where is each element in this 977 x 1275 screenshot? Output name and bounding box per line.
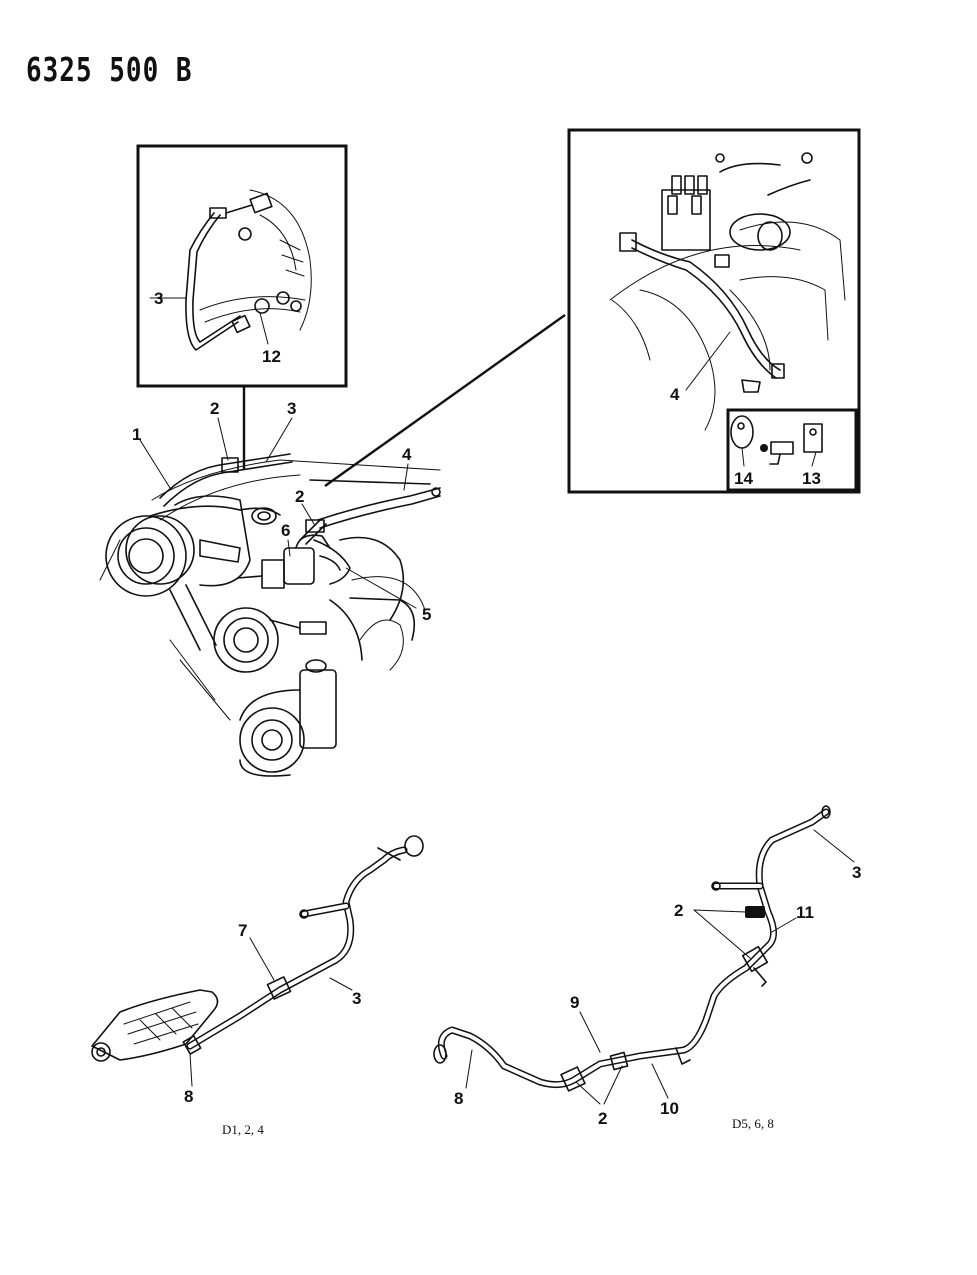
clamp-7-icon bbox=[266, 976, 292, 1000]
engine-tube-1 bbox=[159, 453, 291, 499]
callout-2-engine-top: 2 bbox=[210, 399, 219, 418]
callout-5: 5 bbox=[422, 605, 431, 624]
joint-2-upper-icon bbox=[745, 906, 765, 918]
callout-1: 1 bbox=[132, 425, 141, 444]
inset-tube-4 bbox=[631, 239, 781, 371]
engine-illustration: 1 2 3 4 2 6 5 bbox=[99, 399, 441, 777]
upper-inset-frame bbox=[136, 144, 348, 388]
catalytic-converter-icon bbox=[91, 989, 219, 1061]
callout-3-right-assembly: 3 bbox=[852, 863, 861, 882]
fastener-12-icon bbox=[254, 298, 270, 314]
inset-tube-3 bbox=[185, 212, 239, 351]
document-number: 6325 500 B bbox=[26, 52, 193, 90]
callout-3-upper-inset: 3 bbox=[154, 289, 163, 308]
power-steering-pulley-icon bbox=[213, 607, 279, 673]
sub-inset-frame bbox=[726, 408, 858, 492]
reservoir-icon bbox=[299, 669, 337, 749]
callout-3-engine: 3 bbox=[287, 399, 296, 418]
upper-inset: 3 12 bbox=[136, 144, 348, 388]
part-13-icon bbox=[803, 423, 823, 453]
left-tube-assembly: 7 3 8 D1, 2, 4 bbox=[91, 835, 424, 1137]
callout-3-left-assembly: 3 bbox=[352, 989, 361, 1008]
left-assembly-fitting-icon bbox=[404, 835, 424, 857]
callout-11: 11 bbox=[796, 903, 814, 922]
left-assembly-tube-3 bbox=[188, 848, 406, 1048]
callout-10: 10 bbox=[660, 1099, 679, 1118]
callout-12: 12 bbox=[262, 347, 281, 366]
engine-tube-4 bbox=[317, 487, 441, 521]
right-assembly-tube bbox=[439, 810, 828, 1087]
callout-8-right-assembly: 8 bbox=[454, 1089, 463, 1108]
joint-2-mid-icon bbox=[741, 945, 769, 973]
lower-pulley-icon bbox=[239, 707, 305, 773]
right-inset: 4 14 13 bbox=[567, 128, 861, 494]
callout-4-engine: 4 bbox=[402, 445, 412, 464]
callout-2-engine-mid: 2 bbox=[295, 487, 304, 506]
callout-7: 7 bbox=[238, 921, 247, 940]
crank-pulley-icon bbox=[105, 515, 187, 597]
joint-2-lower-icon bbox=[560, 1066, 586, 1092]
callout-13: 13 bbox=[802, 469, 821, 488]
caption-left: D1, 2, 4 bbox=[222, 1122, 264, 1137]
callout-8-left-assembly: 8 bbox=[184, 1087, 193, 1106]
right-tube-assembly: 3 2 11 9 8 2 10 D5, 6, 8 bbox=[433, 805, 861, 1131]
top-fitting-icon bbox=[249, 192, 273, 214]
callout-2-right-assembly-bottom: 2 bbox=[598, 1109, 607, 1128]
callout-4-right-inset: 4 bbox=[670, 385, 680, 404]
callout-2-right-assembly-top: 2 bbox=[674, 901, 683, 920]
callout-6: 6 bbox=[281, 521, 290, 540]
callout-14: 14 bbox=[734, 469, 753, 488]
callout-9: 9 bbox=[570, 993, 579, 1012]
caption-right: D5, 6, 8 bbox=[732, 1116, 774, 1131]
